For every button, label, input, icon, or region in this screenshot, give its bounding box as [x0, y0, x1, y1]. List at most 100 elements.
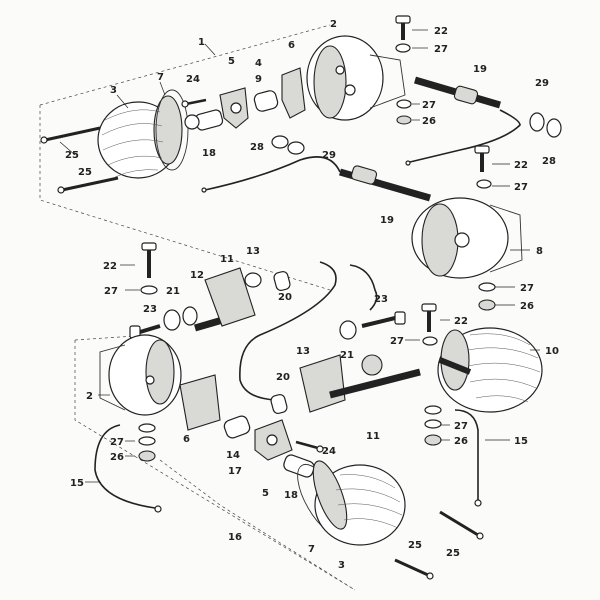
- callout-28-right: 28: [542, 156, 556, 167]
- callout-13-lower: 13: [296, 346, 310, 357]
- bracket-hole: [230, 102, 242, 114]
- callout-27-mid: 27: [422, 100, 436, 111]
- washer-27-lower-left: [140, 285, 158, 295]
- callout-26-left-lower: 26: [110, 452, 124, 463]
- bolt-23-left: [129, 324, 161, 339]
- socket-18-upper: [184, 109, 224, 131]
- housing-2-lower: [99, 334, 182, 416]
- callout-22-rear: 22: [514, 160, 528, 171]
- nut-26-left-lower: [138, 450, 156, 462]
- wire-lower-b: [349, 264, 378, 311]
- wire-upper-b: [204, 156, 341, 191]
- callout-25-lower-b: 25: [446, 548, 460, 559]
- group-bracket-1: [39, 24, 331, 291]
- leader-1: [204, 43, 216, 56]
- callout-16: 16: [228, 532, 242, 543]
- wire-terminal-a: [405, 160, 411, 166]
- callout-27-rear: 27: [514, 182, 528, 193]
- stem-11-right: [270, 354, 421, 414]
- bolt-22-lower-right: [421, 303, 437, 332]
- callout-22-lower-left: 22: [103, 261, 117, 272]
- callout-17: 17: [228, 466, 242, 477]
- callout-27-upper: 27: [434, 44, 448, 55]
- wire-terminal-left: [154, 505, 162, 513]
- lamp-10: [437, 327, 543, 413]
- callout-2-lower: 2: [86, 391, 93, 402]
- callout-24-lower: 24: [322, 446, 336, 457]
- washer-27-right: [422, 336, 438, 346]
- callout-4: 4: [255, 58, 262, 69]
- callout-12: 12: [190, 270, 204, 281]
- wire-15-left: [94, 424, 156, 509]
- stem-11-left: [194, 267, 262, 332]
- stay-6-upper: [281, 67, 306, 119]
- callout-11-upper: 11: [220, 254, 234, 265]
- callout-26-upper: 26: [422, 116, 436, 127]
- callout-26-lower-right: 26: [520, 301, 534, 312]
- rear-lamp-assembly: [201, 145, 523, 311]
- lens-rim: [153, 95, 183, 165]
- collar-14: [223, 415, 251, 439]
- lens-lower-ribs: [335, 474, 403, 529]
- callout-23-left: 23: [143, 304, 157, 315]
- washer-27-left-lower-b: [138, 436, 156, 446]
- callout-29-upper: 29: [535, 78, 549, 89]
- washer-27-rear: [476, 179, 492, 189]
- washer-21-right: [339, 320, 357, 340]
- callout-26-mid-right: 26: [454, 436, 468, 447]
- washer-27-mid: [396, 99, 412, 109]
- callout-21-right: 21: [340, 350, 354, 361]
- callout-18-lower: 18: [284, 490, 298, 501]
- bolt-23-right: [361, 311, 406, 328]
- callout-labels: 1 2 22 27 6 5 4 9 24 7 3 19 29 27 26 28 …: [65, 19, 559, 571]
- wire-terminal-b: [201, 187, 207, 193]
- callout-7-upper: 7: [157, 72, 164, 83]
- callout-27-lower-left: 27: [104, 286, 118, 297]
- stem-19-rear: [339, 165, 431, 202]
- callout-20-lower: 20: [276, 372, 290, 383]
- callout-22-upper: 22: [434, 26, 448, 37]
- washer-29-right: [529, 112, 545, 132]
- callout-25-upper-b: 25: [78, 167, 92, 178]
- callout-24-upper: 24: [186, 74, 200, 85]
- lens-3-lower: [312, 460, 406, 546]
- callout-22-lower-right: 22: [454, 316, 468, 327]
- lamp-10-ribs: [467, 333, 541, 403]
- callout-15-left: 15: [70, 478, 84, 489]
- stay-6-lower: [179, 374, 221, 431]
- washer-12: [182, 306, 198, 326]
- screw-25-lower-b: [439, 510, 484, 540]
- callout-23-right: 23: [374, 294, 388, 305]
- washer-28-right: [546, 118, 562, 138]
- callout-27-mid-right: 27: [454, 421, 468, 432]
- callout-3-upper: 3: [110, 85, 117, 96]
- lens-ribs: [101, 109, 164, 178]
- callout-7-lower: 7: [308, 544, 315, 555]
- screw-25-upper-b: [57, 176, 119, 194]
- callout-8: 8: [536, 246, 543, 257]
- callout-29-mid: 29: [322, 150, 336, 161]
- washer-27-lower-right: [478, 282, 496, 292]
- nut-26-mid-right: [424, 434, 442, 446]
- washer-27-mid-right: [424, 405, 442, 415]
- callout-27-lower-right: 27: [520, 283, 534, 294]
- callout-25-upper-a: 25: [65, 150, 79, 161]
- grommet-right: [361, 354, 383, 376]
- screw-25-lower-a: [394, 558, 434, 580]
- gasket-7-upper: [155, 89, 189, 171]
- washer-29-upper: [287, 141, 305, 155]
- screw-24-upper: [181, 98, 207, 108]
- bracket-5-hole: [266, 434, 278, 446]
- washer-27-mid-right-b: [424, 419, 442, 429]
- callout-19-rear: 19: [380, 215, 394, 226]
- callout-21-left: 21: [166, 286, 180, 297]
- callout-10: 10: [545, 346, 559, 357]
- callout-9: 9: [255, 74, 262, 85]
- callout-1: 1: [198, 37, 205, 48]
- collar-4: [253, 90, 279, 112]
- callout-13-upper: 13: [246, 246, 260, 257]
- wire-terminal-right: [474, 499, 482, 507]
- leader-lines: [59, 29, 540, 483]
